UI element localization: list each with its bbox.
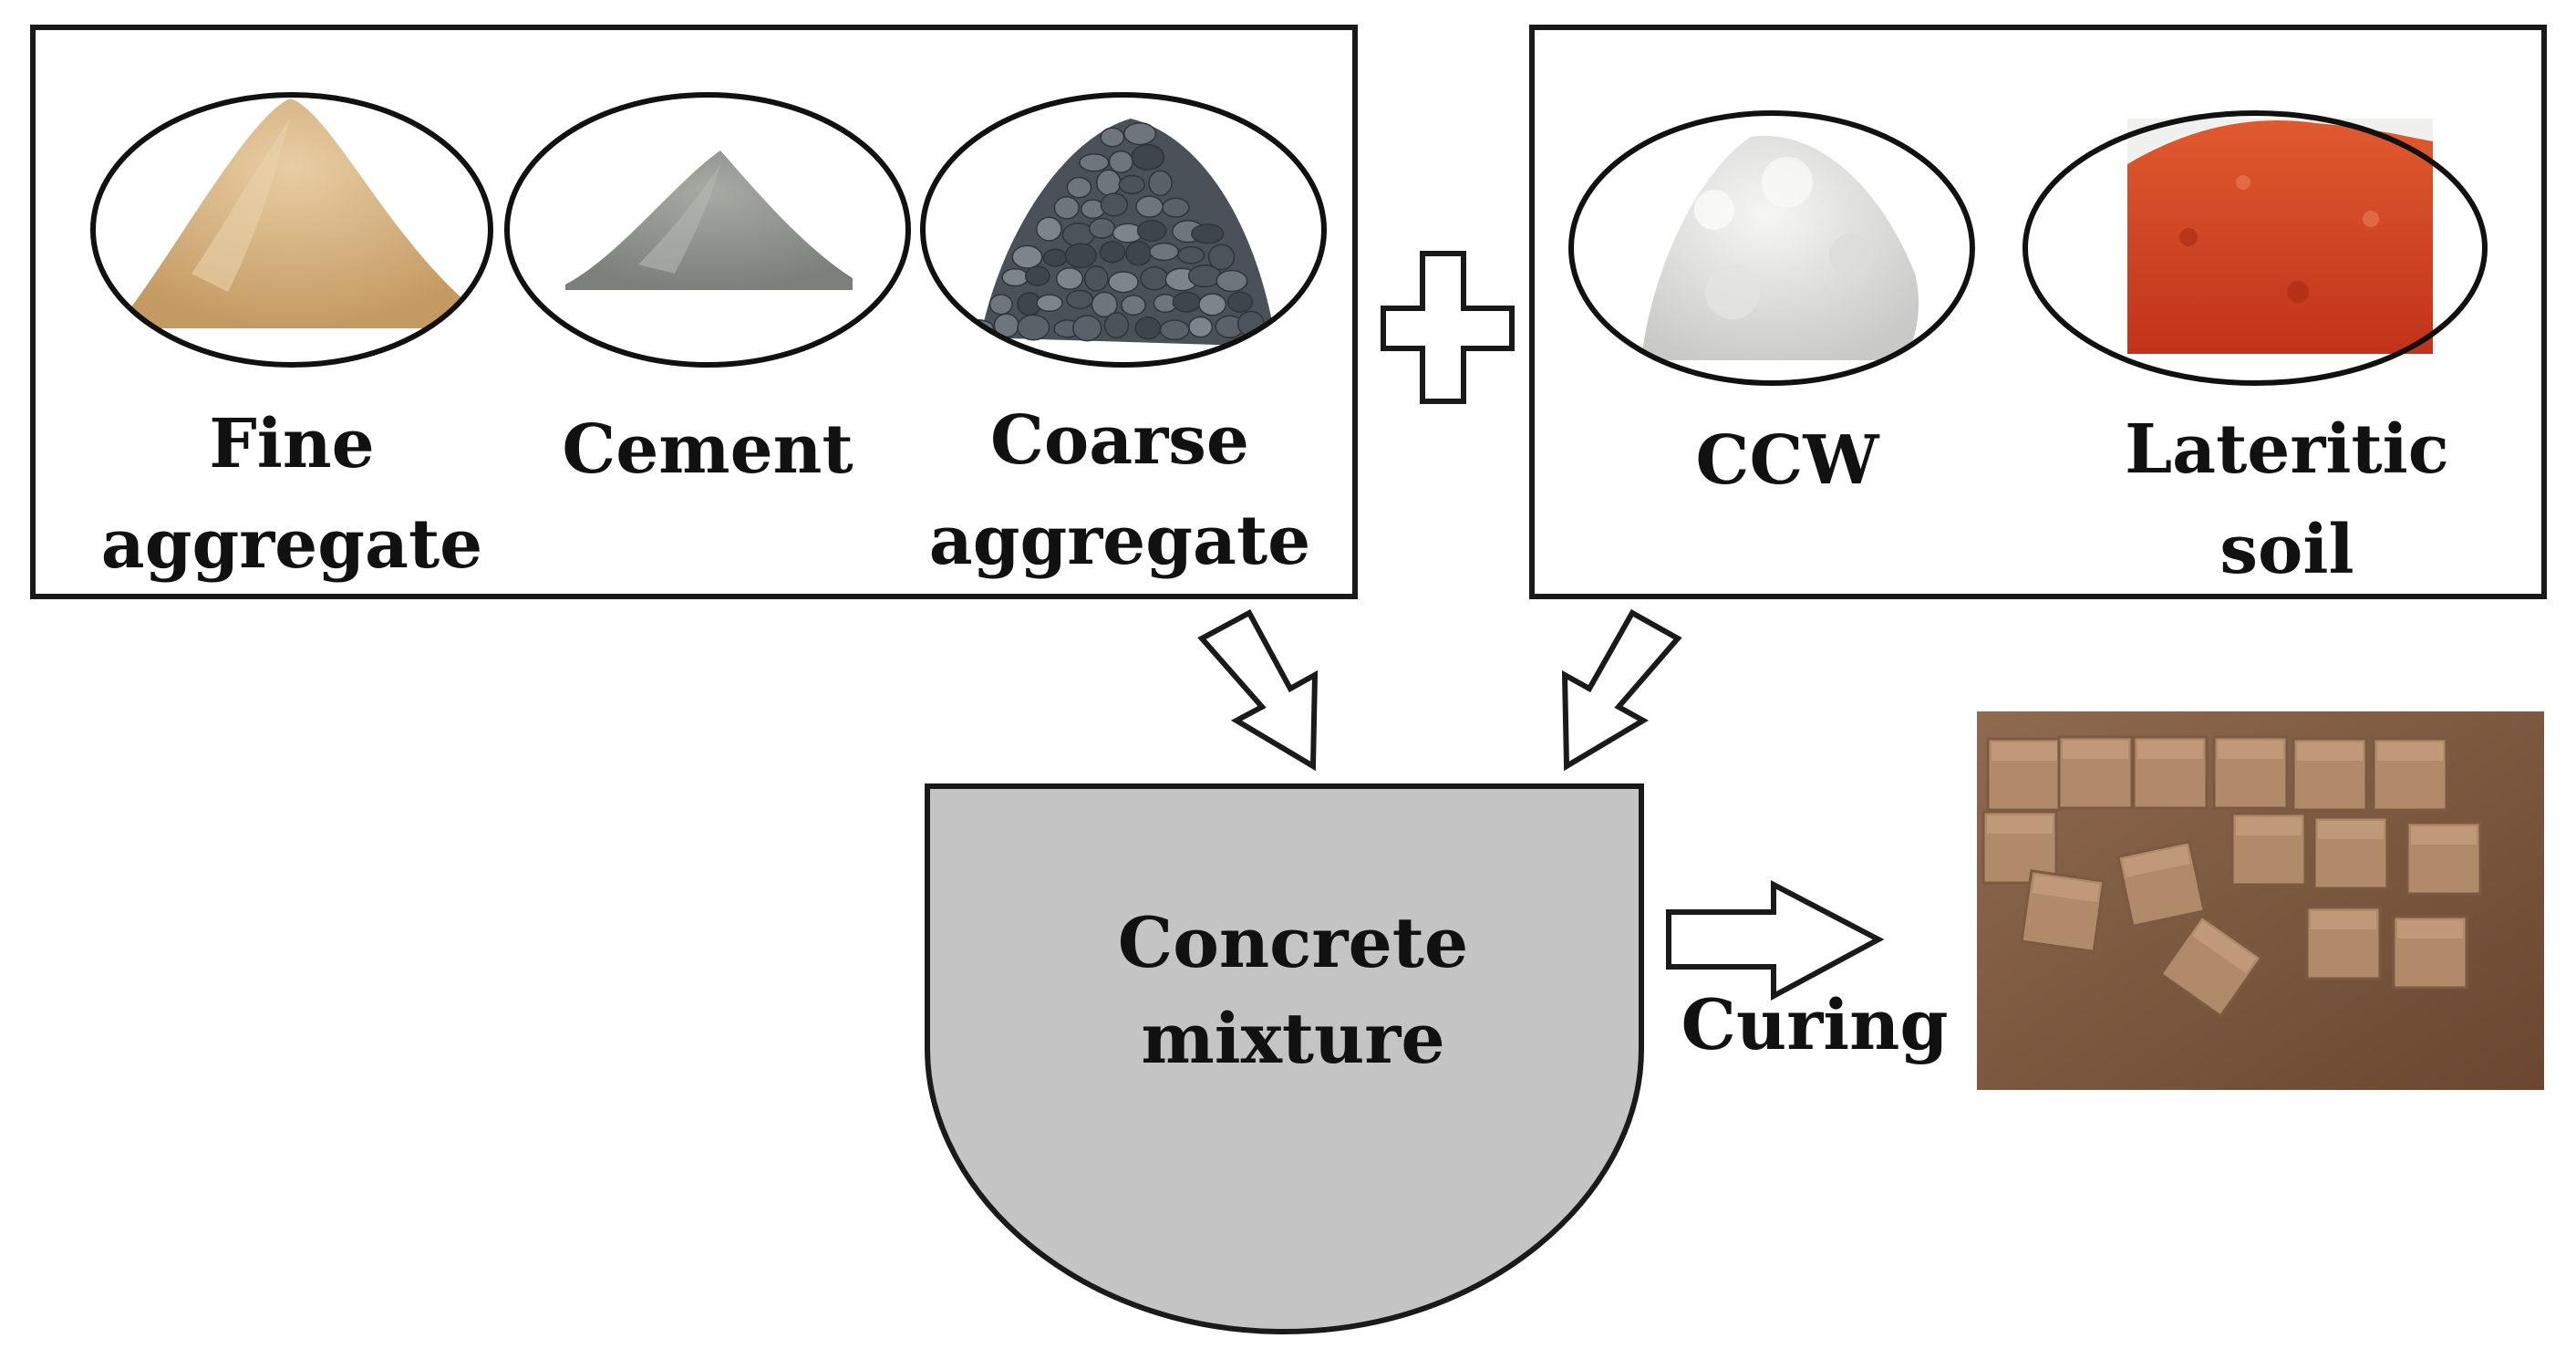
gravel-pile-icon <box>961 119 1277 347</box>
ccw-frame <box>1568 110 1975 386</box>
svg-text:Coarse: Coarse <box>990 401 1249 480</box>
additives-group-box <box>1529 25 2547 599</box>
red-soil-pile-icon <box>2127 119 2433 354</box>
svg-text:CCW: CCW <box>1696 421 1880 500</box>
mixer-label-line2: mixture <box>1141 998 1444 1079</box>
fine-aggregate-item: Fine aggregate <box>90 92 493 584</box>
arrow-right-icon <box>1666 880 1885 1001</box>
arrow-down-left-icon <box>1561 608 1682 772</box>
ccw-label: CCW <box>1696 421 1880 500</box>
arrow-down-right-icon <box>1197 608 1319 772</box>
lateritic-soil-frame <box>2023 110 2488 386</box>
coarse-aggregate-label-line1: Coarse <box>990 401 1249 480</box>
coarse-aggregate-item: Coarse aggregate <box>920 92 1327 580</box>
cured-concrete-cubes-photo <box>1977 711 2544 1090</box>
cement-label: Cement <box>562 410 853 489</box>
coarse-aggregate-label-line2: aggregate <box>929 502 1310 580</box>
cement-frame <box>504 92 911 368</box>
fine-aggregate-label-line2: aggregate <box>101 505 482 584</box>
lateritic-soil-item: Lateritic soil <box>2023 110 2488 589</box>
svg-text:aggregate: aggregate <box>929 502 1310 580</box>
sand-pile-icon <box>119 99 465 328</box>
lateritic-soil-label-line1: Lateritic <box>2125 410 2449 489</box>
cement-pile-icon <box>565 150 853 290</box>
white-powder-pile-icon <box>1641 135 1919 360</box>
svg-text:soil: soil <box>2219 511 2354 589</box>
materials-group-box <box>30 25 1358 599</box>
fine-aggregate-label-line1: Fine <box>209 405 375 483</box>
plus-icon <box>1381 251 1515 404</box>
lateritic-soil-label-line2: soil <box>2219 511 2354 589</box>
svg-text:mixture: mixture <box>1141 998 1444 1079</box>
cement-item: Cement <box>504 92 911 489</box>
svg-text:Fine: Fine <box>209 405 375 483</box>
svg-text:Curing: Curing <box>1681 984 1948 1065</box>
mixer-label-line1: Concrete <box>1118 902 1469 983</box>
curing-label: Curing <box>1681 984 1948 1065</box>
fine-aggregate-frame <box>90 92 493 368</box>
svg-text:Concrete: Concrete <box>1118 902 1469 983</box>
concrete-mixer-bowl <box>925 783 1644 1335</box>
svg-text:aggregate: aggregate <box>101 505 482 584</box>
svg-text:Lateritic: Lateritic <box>2125 410 2449 489</box>
svg-text:Cement: Cement <box>562 410 853 489</box>
coarse-aggregate-frame <box>920 92 1327 368</box>
ccw-item: CCW <box>1568 110 1975 500</box>
